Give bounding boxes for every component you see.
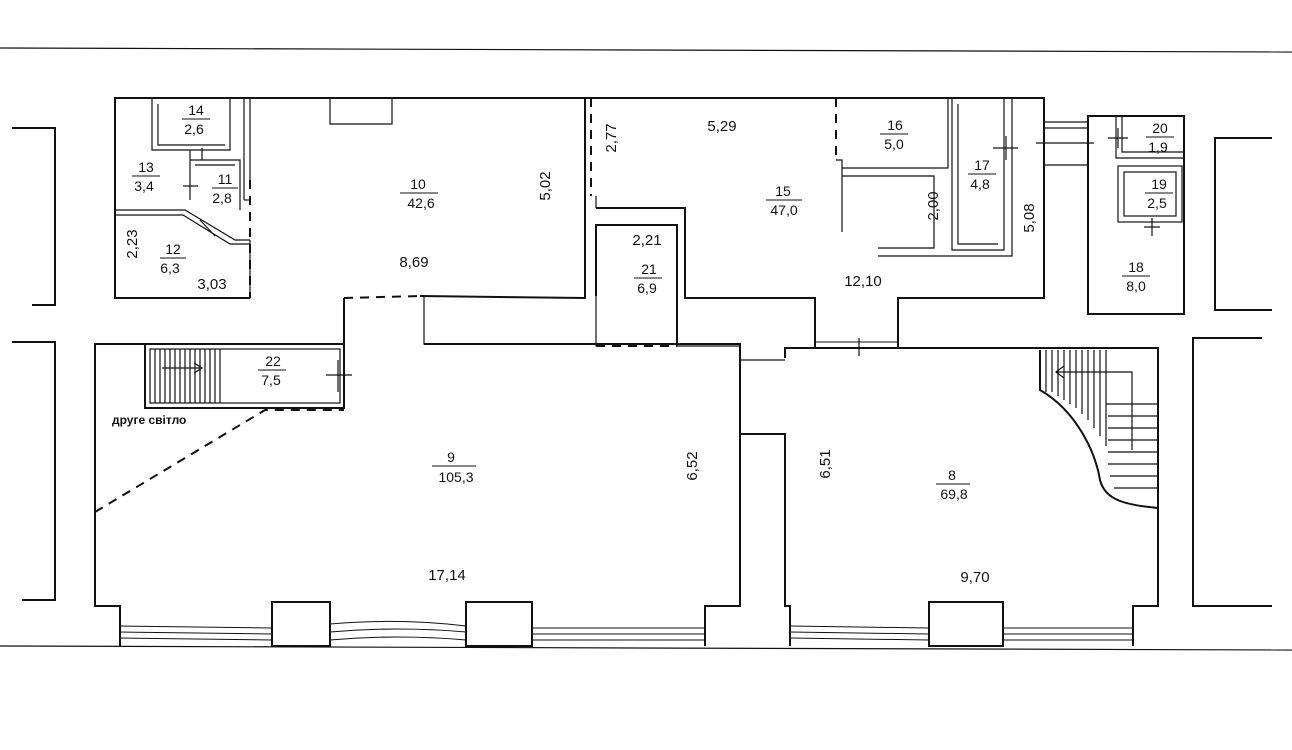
svg-text:4,8: 4,8 (970, 176, 990, 192)
room-labels: 14 2,6 13 3,4 11 2,8 12 6,3 10 42,6 15 4… (132, 102, 1174, 502)
room-label-18: 18 8,0 (1122, 259, 1150, 294)
room-label-8: 8 69,8 (936, 467, 970, 502)
dimension-6-51: 6,51 (817, 449, 834, 478)
upper-left-block (114, 97, 586, 300)
svg-text:2,6: 2,6 (184, 121, 204, 137)
svg-text:7,5: 7,5 (261, 372, 281, 388)
room-label-11: 11 2,8 (212, 171, 238, 206)
room-label-15: 15 47,0 (766, 183, 802, 218)
room-label-20: 20 1,9 (1146, 120, 1174, 155)
svg-text:105,3: 105,3 (438, 469, 473, 485)
svg-text:47,0: 47,0 (770, 202, 797, 218)
svg-text:6,3: 6,3 (160, 260, 180, 276)
svg-text:20: 20 (1152, 120, 1168, 136)
dimension-3-03: 3,03 (197, 276, 226, 293)
dimension-5-29: 5,29 (707, 118, 736, 135)
svg-text:9: 9 (447, 449, 455, 465)
windows-bottom (119, 341, 1133, 641)
dimension-9-70: 9,70 (960, 569, 989, 586)
svg-text:5,0: 5,0 (884, 136, 904, 152)
svg-text:8,0: 8,0 (1126, 278, 1146, 294)
lower-block (94, 298, 1159, 647)
svg-text:42,6: 42,6 (407, 195, 434, 211)
adjacent-buildings (12, 127, 1272, 607)
dimension-12-10: 12,10 (844, 273, 882, 290)
room-label-12: 12 6,3 (160, 241, 186, 276)
room-label-10: 10 42,6 (400, 176, 438, 211)
dimension-17-14: 17,14 (428, 567, 466, 584)
svg-text:15: 15 (775, 183, 791, 199)
svg-text:22: 22 (265, 353, 281, 369)
svg-text:6,9: 6,9 (637, 280, 657, 296)
room-label-22: 22 7,5 (258, 353, 286, 388)
svg-text:8: 8 (948, 467, 956, 483)
svg-text:12: 12 (165, 241, 181, 257)
svg-text:11: 11 (218, 171, 233, 187)
svg-text:18: 18 (1128, 259, 1144, 275)
svg-text:10: 10 (410, 176, 426, 192)
upper-middle-block (423, 97, 1094, 349)
stair-22-treads (154, 349, 221, 403)
dimension-2-00: 2,00 (925, 191, 942, 220)
dimension-labels: 2,23 3,03 8,69 5,02 2,77 5,29 2,21 2,00 … (124, 118, 1038, 586)
svg-text:17: 17 (974, 157, 990, 173)
svg-text:14: 14 (188, 102, 204, 118)
dimension-6-52: 6,52 (684, 451, 701, 480)
second-light-note: друге світло (112, 413, 186, 427)
svg-text:3,4: 3,4 (134, 178, 154, 194)
svg-text:69,8: 69,8 (940, 486, 967, 502)
room-label-21: 21 6,9 (634, 261, 662, 296)
facade-lines (0, 47, 1292, 651)
svg-text:1,9: 1,9 (1148, 139, 1168, 155)
dimension-5-08: 5,08 (1021, 203, 1038, 232)
svg-text:13: 13 (138, 159, 154, 175)
dimension-8-69: 8,69 (399, 254, 428, 271)
dimension-2-77: 2,77 (603, 123, 620, 152)
svg-text:21: 21 (641, 261, 657, 277)
dimension-5-02: 5,02 (537, 171, 554, 200)
stair-8 (1039, 350, 1159, 509)
room-label-13: 13 3,4 (132, 159, 160, 194)
room-label-9: 9 105,3 (432, 449, 476, 485)
svg-text:19: 19 (1151, 176, 1167, 192)
svg-text:2,8: 2,8 (212, 190, 232, 206)
svg-text:16: 16 (887, 117, 903, 133)
upper-right-block (1087, 115, 1185, 315)
room-label-17: 17 4,8 (968, 157, 996, 192)
dimension-2-23: 2,23 (124, 229, 141, 258)
room-label-19: 19 2,5 (1145, 176, 1173, 211)
svg-text:2,5: 2,5 (1147, 195, 1167, 211)
dimension-2-21: 2,21 (632, 232, 661, 249)
room-label-16: 16 5,0 (880, 117, 908, 152)
room-label-14: 14 2,6 (182, 102, 210, 137)
